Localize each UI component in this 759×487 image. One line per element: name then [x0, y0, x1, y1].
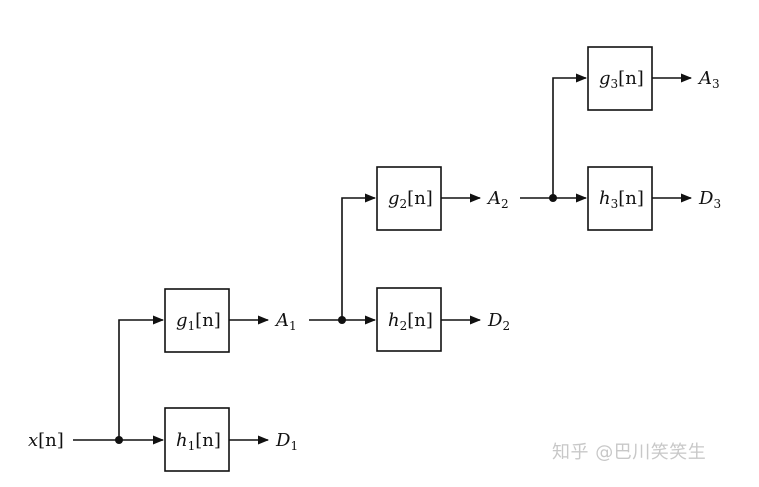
svg-text:h2[n]: h2[n]	[388, 310, 433, 333]
wire-A2-to-g3	[552, 73, 588, 198]
wire-A1-to-g2	[341, 193, 377, 320]
filter-block-h2: h2[n]	[376, 287, 442, 352]
svg-text:h1[n]: h1[n]	[176, 430, 221, 453]
h1-sub: 1	[188, 439, 196, 453]
g3-arg: [n]	[618, 68, 644, 89]
filter-block-h3: h3[n]	[587, 166, 653, 231]
g3-sub: 3	[611, 77, 619, 91]
output-D1: D1	[275, 430, 298, 453]
h3-arg: [n]	[618, 188, 644, 209]
svg-text:g1[n]: g1[n]	[176, 310, 221, 333]
filter-block-g2: g2[n]	[376, 166, 442, 231]
svg-text:g3[n]: g3[n]	[599, 68, 644, 91]
junction-dot-2	[338, 316, 346, 324]
g1-base: g	[176, 310, 188, 331]
output-D3: D3	[698, 188, 721, 211]
junction-dot-3	[549, 194, 557, 202]
g1-arg: [n]	[195, 310, 221, 331]
input-label-arg: [n]	[38, 430, 64, 451]
svg-text:g2[n]: g2[n]	[388, 188, 433, 211]
h3-sub: 3	[611, 197, 619, 211]
output-D2: D2	[487, 310, 510, 333]
input-label-base: x	[28, 430, 38, 451]
svg-text:h3[n]: h3[n]	[599, 188, 644, 211]
g2-arg: [n]	[407, 188, 433, 209]
input-label: x[n]	[28, 430, 64, 451]
h2-base: h	[388, 310, 400, 331]
g2-base: g	[388, 188, 400, 209]
wire-input-to-g1	[118, 315, 165, 440]
output-A2: A2	[486, 188, 509, 211]
h3-base: h	[599, 188, 611, 209]
junction-dot-1	[115, 436, 123, 444]
h1-arg: [n]	[195, 430, 221, 451]
h2-arg: [n]	[407, 310, 433, 331]
h2-sub: 2	[400, 319, 408, 333]
g1-sub: 1	[188, 319, 196, 333]
output-A1: A1	[274, 310, 297, 333]
h1-base: h	[176, 430, 188, 451]
g2-sub: 2	[400, 197, 408, 211]
output-A3: A3	[697, 68, 720, 91]
filter-block-g3: g3[n]	[587, 46, 653, 111]
g3-base: g	[599, 68, 611, 89]
filter-block-h1: h1[n]	[164, 407, 230, 472]
watermark-text: 知乎 @巴川笑笑生	[552, 442, 707, 463]
filter-block-g1: g1[n]	[164, 288, 230, 353]
